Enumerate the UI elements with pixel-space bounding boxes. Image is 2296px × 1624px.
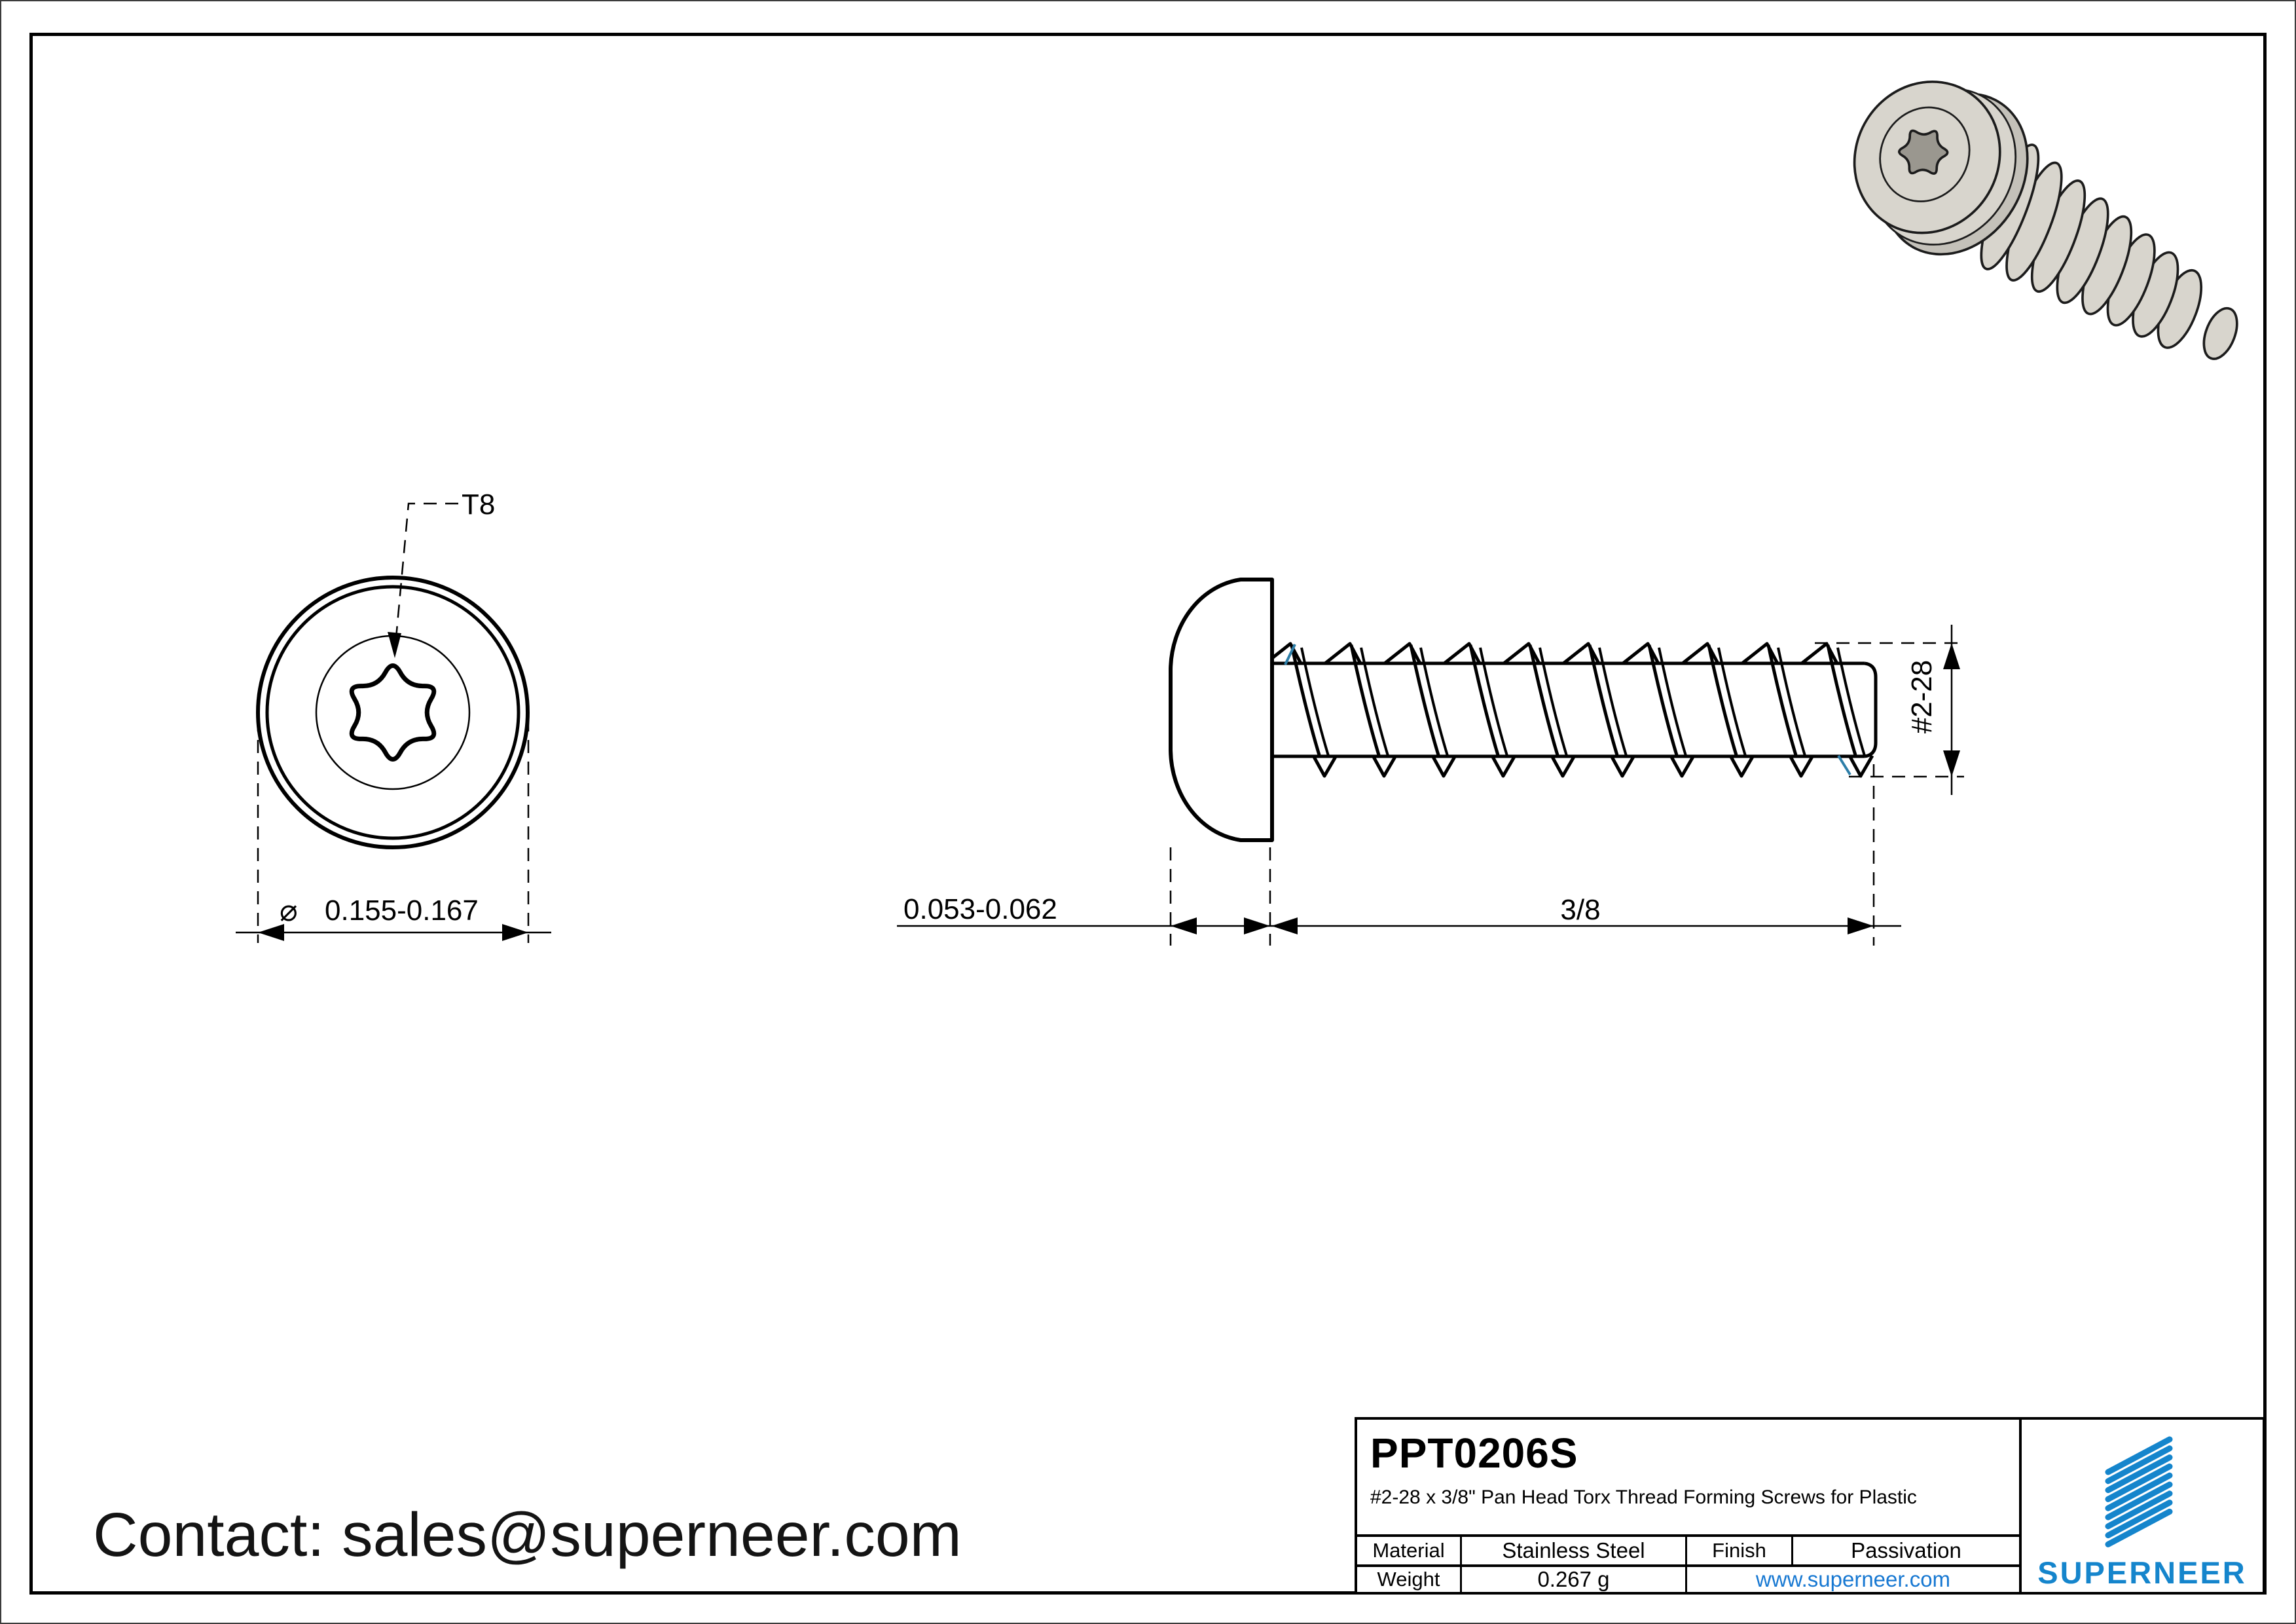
dia-arrow-left [258,924,284,941]
part-description: #2-28 x 3/8" Pan Head Torx Thread Formin… [1370,1486,1917,1508]
thread-profile-group [1264,642,1874,778]
side-view-drawing: 0.053-0.062 3/8 #2-28 [897,578,1964,946]
head-diameter-dimension: 0.155-0.167 [325,895,479,927]
title-block: PPT0206S #2-28 x 3/8" Pan Head Torx Thre… [1355,1417,2265,1595]
website-link[interactable]: www.superneer.com [1755,1567,1951,1591]
pan-head-profile [1169,578,1274,842]
material-label: Material [1357,1537,1462,1567]
thread-size-dimension: #2-28 [1906,660,1938,734]
dia-arrow-right [502,924,528,941]
thread-dia-arrow-down [1943,750,1960,777]
head-outer-circle [256,576,530,849]
length-arrow-right [1848,917,1874,934]
brand-logo [2022,1431,2263,1556]
brand-wordmark: SUPERNEER [2037,1555,2247,1590]
weight-value: 0.267 g [1462,1567,1687,1592]
thread-edge-highlight-start [1284,644,1296,665]
t8-leader-arrowhead [388,632,401,658]
head-dim-arrow-left [1171,917,1197,934]
screw-3d-render [1853,80,2238,360]
head-inner-rim-circle [265,585,520,840]
finish-value: Passivation [1793,1537,2019,1567]
brand-logo-cell: SUPERNEER [2019,1420,2263,1592]
front-view-drawing: T8 ⌀ 0.155-0.167 [236,489,551,943]
head-dim-arrow-right [1244,917,1270,934]
part-number: PPT0206S [1370,1430,1578,1477]
screw-3d-group [1853,80,2238,360]
drawing-frame-border [29,33,2267,1595]
torx-recess-outline [349,663,437,762]
contact-email-text: Contact: sales@superneer.com [93,1500,962,1570]
thread-edge-highlight-end [1837,754,1851,776]
title-block-description-cell: PPT0206S #2-28 x 3/8" Pan Head Torx Thre… [1357,1420,2019,1537]
head-height-dimension: 0.053-0.062 [903,893,1057,925]
diameter-symbol: ⌀ [280,893,298,928]
thread-length-dimension: 3/8 [1560,894,1600,926]
weight-label: Weight [1357,1567,1462,1592]
screw-tip-end [1864,661,1878,758]
brand-logo-stripes [2105,1436,2173,1547]
length-arrow-left [1271,917,1298,934]
t8-leader-line [395,502,458,638]
finish-label: Finish [1687,1537,1793,1567]
material-value: Stainless Steel [1462,1537,1687,1567]
thread-dia-arrow-up [1943,643,1960,669]
torx-size-label: T8 [462,489,495,521]
